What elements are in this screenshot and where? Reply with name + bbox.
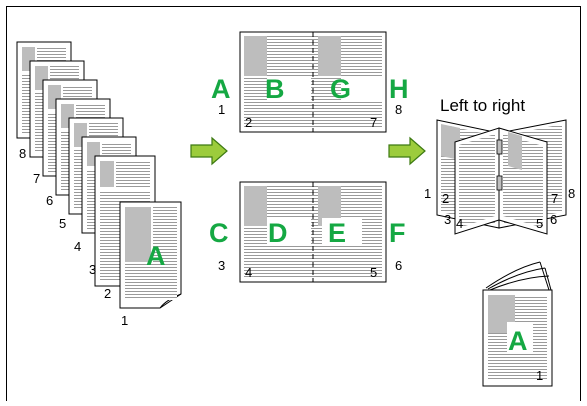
spread-bottom-num-inner-left: 4 xyxy=(245,265,252,280)
open-booklet xyxy=(436,119,567,235)
spread-top-outer-left: A xyxy=(211,74,231,104)
spread-top-num-inner-right: 7 xyxy=(370,115,377,130)
closed-booklet-num: 1 xyxy=(536,368,543,383)
right-arrow-icon xyxy=(190,136,228,166)
right-arrow-icon xyxy=(388,136,426,166)
spread-top-num-inner-left: 2 xyxy=(245,115,252,130)
stack-num-7: 7 xyxy=(33,171,40,186)
spread-bottom-outer-left: C xyxy=(209,218,229,248)
booklet-num-6: 6 xyxy=(550,212,557,227)
staple-icon xyxy=(496,175,503,191)
staple-icon xyxy=(496,139,503,155)
stack-num-6: 6 xyxy=(46,193,53,208)
spread-top-num-outer-left: 1 xyxy=(218,102,225,117)
stack-num-5: 5 xyxy=(59,216,66,231)
closed-booklet: A 1 xyxy=(482,261,553,387)
stack-num-2: 2 xyxy=(104,286,111,301)
booklet-num-3: 3 xyxy=(444,212,451,227)
booklet-num-1: 1 xyxy=(424,186,431,201)
stack-num-3: 3 xyxy=(89,262,96,277)
booklet-num-4: 4 xyxy=(456,216,463,231)
stack-page-1-front: A xyxy=(119,201,182,309)
spread-bottom-num-inner-right: 5 xyxy=(370,265,377,280)
spread-top-num-outer-right: 8 xyxy=(395,102,402,117)
layout-title: Left to right xyxy=(440,96,525,115)
closed-booklet-letter: A xyxy=(508,326,528,356)
spread-bottom-num-outer-left: 3 xyxy=(218,258,225,273)
booklet-num-5: 5 xyxy=(536,216,543,231)
outer-frame xyxy=(6,6,581,406)
spread-top-outer-right: H xyxy=(389,74,409,104)
page-stack: A 8 7 6 5 4 3 2 1 xyxy=(16,41,182,328)
booklet-num-7: 7 xyxy=(551,191,558,206)
spread-bottom-num-outer-right: 6 xyxy=(395,258,402,273)
stack-front-letter: A xyxy=(146,241,166,271)
spread-bottom: D E 4 5 xyxy=(239,181,387,283)
stack-num-1: 1 xyxy=(121,313,128,328)
spread-bottom-inner-right: E xyxy=(328,218,346,248)
spread-bottom-outer-right: F xyxy=(389,218,406,248)
spread-top-inner-left: B xyxy=(265,74,285,104)
booklet-num-2: 2 xyxy=(442,191,449,206)
stack-num-4: 4 xyxy=(74,239,81,254)
stack-num-8: 8 xyxy=(19,146,26,161)
spread-top-inner-right: G xyxy=(330,74,351,104)
spread-bottom-inner-left: D xyxy=(268,218,288,248)
booklet-num-8: 8 xyxy=(568,186,575,201)
spread-top: B G 2 7 xyxy=(239,31,387,133)
